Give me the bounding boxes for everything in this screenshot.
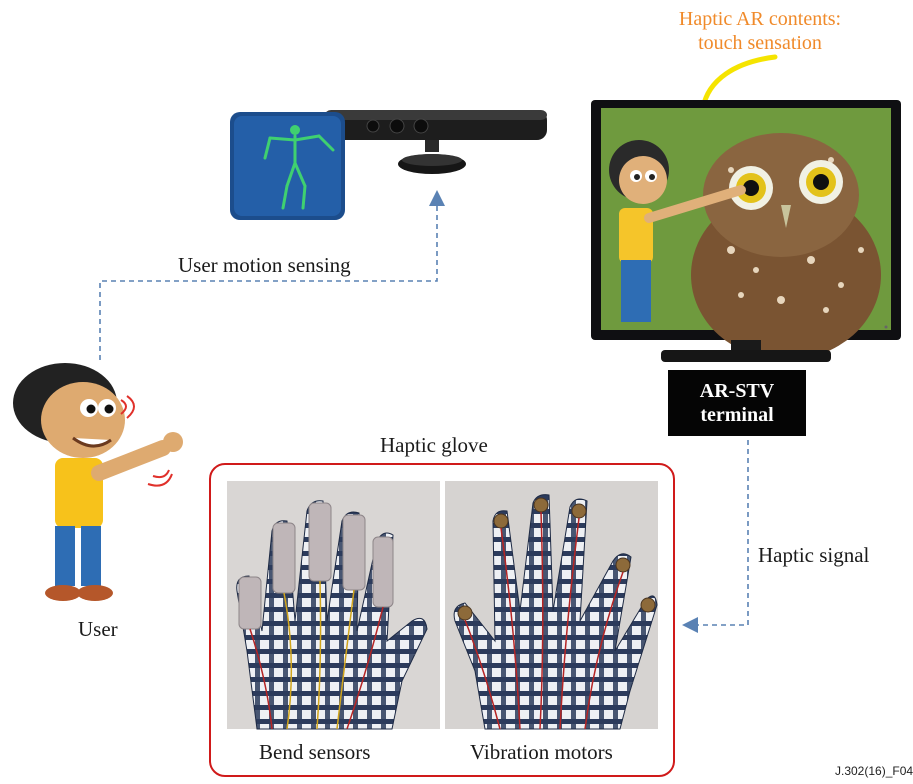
user-motion-sensing-label: User motion sensing <box>178 253 351 277</box>
vibration-motors-photo <box>445 481 658 730</box>
figure-reference: J.302(16)_F04 <box>835 764 913 778</box>
boy-in-screen-icon <box>609 140 746 322</box>
haptic-ar-title: Haptic AR contents: touch sensation <box>640 7 880 55</box>
haptic-signal-label: Haptic signal <box>758 543 870 567</box>
tv-display <box>591 100 901 365</box>
vibration-motors-caption: Vibration motors <box>470 740 613 764</box>
user-label: User <box>78 617 118 641</box>
tv-owl-scene-image <box>591 100 901 362</box>
haptic-glove-title: Haptic glove <box>380 433 488 457</box>
haptic-glove-panel: Bend sensors Vibration motors <box>209 463 675 777</box>
bend-sensors-photo <box>227 481 440 730</box>
terminal-line1: AR-STV <box>699 380 775 402</box>
haptic-ar-line1: Haptic AR contents: <box>678 8 842 30</box>
ar-stv-terminal-box: AR-STV terminal <box>668 370 806 436</box>
user-figure <box>3 358 193 613</box>
haptic-ar-line2: touch sensation <box>698 32 822 54</box>
motion-sensor-image <box>225 108 550 223</box>
user-cartoon-icon <box>13 363 183 601</box>
bend-sensors-caption: Bend sensors <box>259 740 371 764</box>
glove-vibration-motors-icon <box>453 494 658 730</box>
glove-bend-sensors-icon <box>236 500 428 730</box>
haptic-signal-arrow <box>682 440 749 633</box>
kinect-sensor-icon <box>230 110 547 220</box>
terminal-line2: terminal <box>700 404 774 426</box>
motion-sensing-arrow <box>99 190 445 360</box>
callout-curve <box>700 54 778 111</box>
